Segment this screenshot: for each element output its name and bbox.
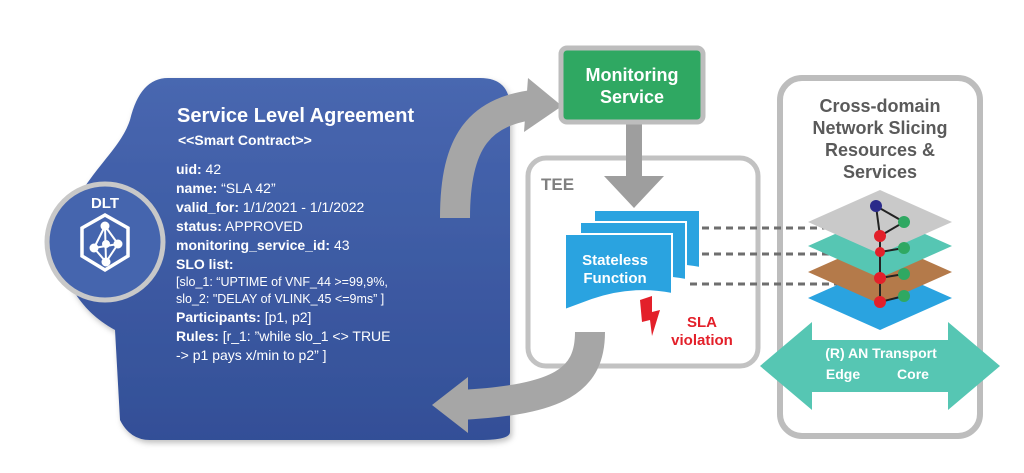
tee-label: TEE (541, 175, 574, 194)
field-participants: Participants: [p1, p2] (176, 309, 312, 325)
monitoring-service-box (558, 45, 706, 125)
domain-double-arrow (760, 322, 1000, 410)
curved-arrow-bottom (432, 331, 605, 433)
sla-violation-label: SLA violation (671, 314, 733, 349)
domain-label-edge: Edge (825, 366, 861, 382)
field-rules: Rules: [r_1: ”while slo_1 <> TRUE (176, 328, 391, 344)
sla-title: Service Level Agreement (177, 105, 415, 127)
lightning-icon (640, 296, 660, 336)
network-icon (89, 221, 123, 267)
stateless-function-label: Stateless Function (582, 252, 648, 287)
field-uid: uid: 42 (176, 161, 222, 177)
field-status: status: APPROVED (176, 218, 303, 234)
field-slo-line1: [slo_1: “UPTIME of VNF_44 >=99,9%, (176, 275, 388, 289)
field-slo-list: SLO list: (176, 256, 234, 272)
dlt-label: DLT (91, 195, 119, 212)
stateless-function-stack (564, 209, 701, 312)
slicing-title: Cross-domain Network Slicing Resources &… (812, 96, 948, 182)
dashed-connectors (690, 226, 872, 286)
layer-gray (808, 190, 952, 254)
sla-panel (61, 78, 510, 440)
dlt-badge: DLT (44, 181, 166, 303)
field-slo-line2: slo_2: "DELAY of VLINK_45 <=9ms” ] (176, 292, 385, 306)
field-valid-for: valid_for: 1/1/2021 - 1/1/2022 (176, 199, 365, 215)
field-name: name: “SLA 42” (176, 180, 276, 196)
sla-fields: uid: 42 name: “SLA 42” valid_for: 1/1/20… (176, 160, 476, 365)
domain-label-an-transport: (R) AN Transport (825, 345, 937, 361)
domain-label-core: Core (897, 366, 929, 382)
slice-layers (808, 190, 952, 330)
curved-arrow-top (440, 78, 562, 219)
field-rules-line2: -> p1 pays x/min to p2” ] (176, 347, 327, 363)
sla-subtitle: <<Smart Contract>> (178, 132, 312, 148)
stateless-function-card (564, 233, 673, 312)
down-arrow (604, 120, 664, 208)
field-monitoring-service-id: monitoring_service_id: 43 (176, 237, 350, 253)
monitoring-label: Monitoring Service (585, 65, 679, 107)
